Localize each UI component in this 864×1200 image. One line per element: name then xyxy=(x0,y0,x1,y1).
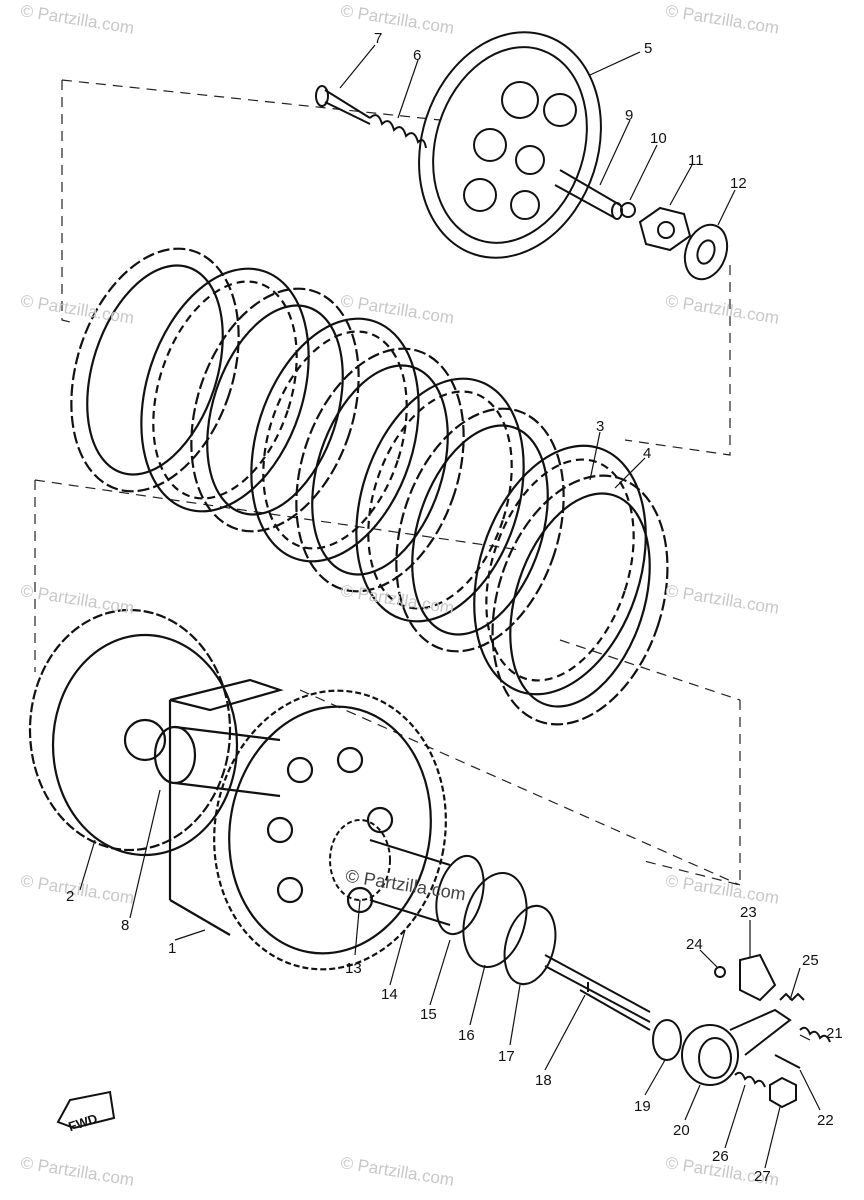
callout-26: 26 xyxy=(712,1148,729,1165)
callout-13: 13 xyxy=(345,960,362,977)
callout-10: 10 xyxy=(650,130,667,147)
callout-27: 27 xyxy=(754,1168,771,1185)
callout-5: 5 xyxy=(644,40,653,57)
pressure-plate xyxy=(418,31,623,259)
callout-25: 25 xyxy=(802,952,819,969)
callout-6: 6 xyxy=(413,47,422,64)
callout-1: 1 xyxy=(168,940,177,957)
callout-7: 7 xyxy=(374,30,383,47)
callout-18: 18 xyxy=(535,1072,552,1089)
bolt-and-spring xyxy=(315,85,427,149)
callout-9: 9 xyxy=(625,107,634,124)
callout-2: 2 xyxy=(66,888,75,905)
nut-washer xyxy=(620,202,729,281)
callout-24: 24 xyxy=(686,936,703,953)
clutch-housing xyxy=(168,678,447,971)
callout-19: 19 xyxy=(634,1098,651,1115)
clutch-boss xyxy=(28,608,281,857)
clutch-plates xyxy=(70,247,669,726)
callout-23: 23 xyxy=(740,904,757,921)
push-lever-assembly xyxy=(652,953,831,1109)
callout-20: 20 xyxy=(673,1122,690,1139)
callout-11: 11 xyxy=(688,152,704,169)
callout-16: 16 xyxy=(458,1027,475,1044)
callout-15: 15 xyxy=(420,1006,437,1023)
dashed-guide-lines xyxy=(34,79,741,886)
leader-lines xyxy=(79,44,821,1169)
fwd-arrow-icon xyxy=(56,1090,116,1130)
primary-gear-shaft xyxy=(329,819,651,1031)
callout-12: 12 xyxy=(730,175,747,192)
callout-21: 21 xyxy=(826,1025,843,1042)
callout-4: 4 xyxy=(643,445,652,462)
callout-14: 14 xyxy=(381,986,398,1003)
callout-8: 8 xyxy=(121,917,130,934)
callout-3: 3 xyxy=(596,418,605,435)
callout-22: 22 xyxy=(817,1112,834,1129)
callout-17: 17 xyxy=(498,1048,515,1065)
